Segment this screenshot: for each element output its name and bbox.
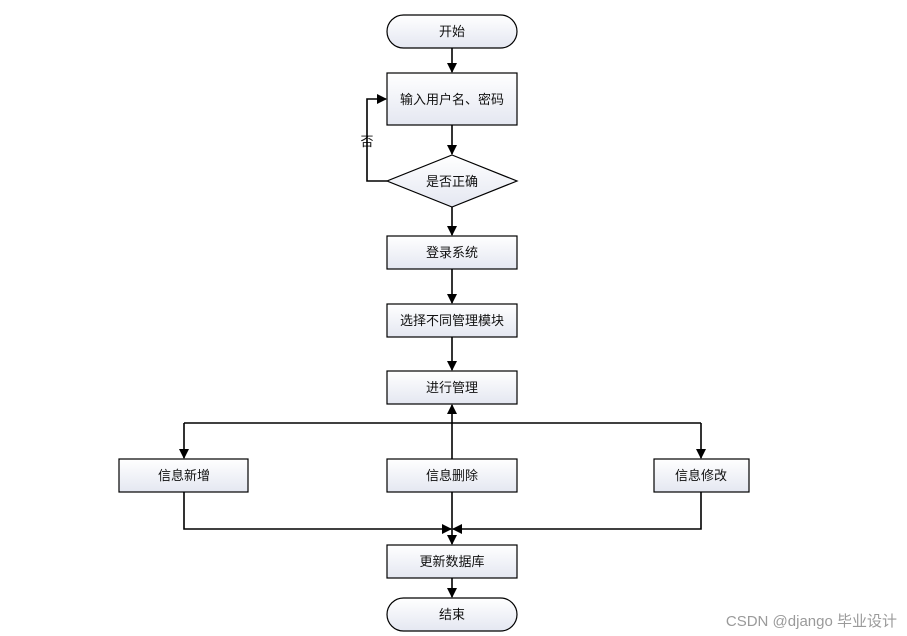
update-database-label: 更新数据库 (419, 554, 484, 570)
input-credentials-label: 输入用户名、密码 (400, 92, 504, 108)
login-node: 登录系统 (386, 235, 518, 270)
add-info-label: 信息新增 (158, 468, 210, 484)
arrow-check-no-loop (366, 94, 387, 182)
add-info-node: 信息新增 (118, 458, 249, 493)
end-node: 结束 (386, 597, 518, 632)
modify-info-node: 信息修改 (653, 458, 750, 493)
manage-node: 进行管理 (386, 370, 518, 405)
arrow-modify-to-merge (452, 492, 702, 534)
select-module-label: 选择不同管理模块 (400, 314, 504, 329)
start-node: 开始 (386, 14, 518, 49)
manage-label: 进行管理 (426, 381, 478, 396)
login-label: 登录系统 (426, 246, 478, 261)
start-label: 开始 (439, 25, 465, 40)
delete-info-label: 信息删除 (426, 468, 478, 484)
input-credentials-node: 输入用户名、密码 (386, 72, 518, 126)
check-decision-label: 是否正确 (426, 175, 478, 190)
select-module-node: 选择不同管理模块 (386, 303, 518, 338)
arrow-add-to-merge (183, 492, 452, 534)
delete-info-node: 信息删除 (386, 458, 518, 493)
end-label: 结束 (439, 608, 465, 623)
check-decision-node: 是否正确 (385, 154, 519, 208)
watermark-text: CSDN @django 毕业设计 (726, 613, 897, 630)
modify-info-label: 信息修改 (675, 468, 727, 484)
update-database-node: 更新数据库 (386, 544, 518, 579)
